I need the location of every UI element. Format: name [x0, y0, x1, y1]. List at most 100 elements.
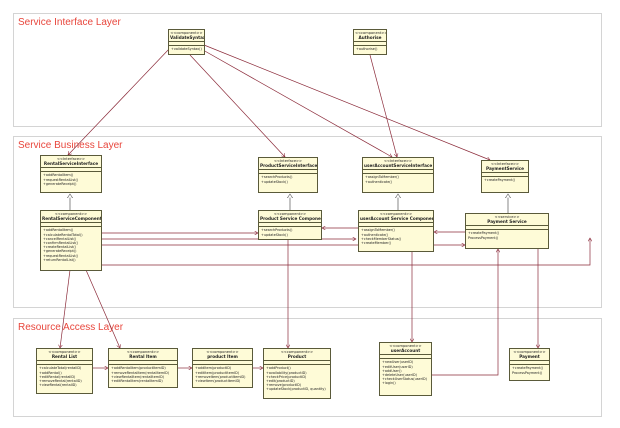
interface-name: userAccountServiceInterface [364, 163, 433, 169]
operation: +updateStock() [261, 232, 288, 237]
operation: +login() [382, 381, 396, 386]
operation: +requestRentalList() [43, 177, 79, 182]
payment-service-component[interactable]: <<service>>Payment Service +createPaymen… [465, 213, 549, 249]
product-service-interface[interactable]: <<Interface>>ProductServiceInterface +se… [258, 157, 318, 193]
component-name: Payment [519, 354, 540, 360]
operation: +cancelRentalList() [43, 236, 77, 241]
operation: +searchProducts() [261, 228, 293, 233]
stereotype: <<component>> [48, 350, 81, 354]
operation: +checkUserStatus(userID) [382, 377, 427, 382]
operation: ProcessPayment() [468, 235, 499, 240]
operation: +availability(productID) [266, 370, 307, 375]
stereotype: <<Interface>> [56, 157, 86, 161]
operation: +calculateTotal(rentalID) [39, 366, 82, 371]
product-item-component[interactable]: <<component>>product Item +addItem(produ… [192, 348, 253, 388]
useraccount-service-component[interactable]: <<component>>userAccount Service Compone… [358, 210, 434, 252]
operation: +removeRentalItem(rentalItemID) [111, 370, 170, 375]
component-name: RentalServiceComponent [42, 216, 102, 222]
operation: +searchProducts() [261, 175, 293, 180]
component-name: Rental List [51, 354, 78, 360]
operation: +createPayment() [468, 231, 500, 236]
stereotype: <<Interface>> [490, 162, 520, 166]
payment-component[interactable]: <<component>>Payment +createPayment() Pr… [509, 348, 550, 381]
operation: +editRental(rentalID) [39, 374, 76, 379]
product-service-component[interactable]: <<component>>Product Service Component +… [258, 210, 322, 240]
operation: +requestRentalList() [43, 253, 79, 258]
component-name: ValidateSyntax [170, 35, 205, 41]
component-name: Payment Service [487, 219, 527, 225]
stereotype: <<component>> [170, 31, 203, 35]
component-name: Rental Item [129, 354, 157, 360]
component-name: Product Service Component [260, 216, 322, 222]
component-name: Product [287, 354, 307, 360]
interface-name: PaymentService [486, 166, 524, 172]
stereotype: <<service>> [494, 215, 520, 219]
operation: +viewRental(rentalID) [39, 383, 77, 388]
stereotype: <<component>> [126, 350, 160, 354]
operation: +authenticate() [365, 179, 393, 184]
resource-access-layer-title: Resource Access Layer [18, 322, 124, 333]
operation: +addRentalItem(productItemID) [111, 366, 166, 371]
operation: +updateStock() [261, 179, 288, 184]
operation: +validateSyntax() [171, 47, 202, 52]
operation: +generateReceipt() [43, 249, 77, 254]
useraccount-component[interactable]: <<component>>userAccount +newUser(userID… [379, 342, 432, 396]
rental-service-component[interactable]: <<component>>RentalServiceComponent +add… [40, 210, 102, 271]
validate-syntax-component[interactable]: <<component>>ValidateSyntax +validateSyn… [168, 29, 205, 55]
component-name: userAccount [390, 348, 421, 354]
component-name: userAccount Service Component [360, 216, 434, 222]
operation: +confirmRentalList() [43, 241, 79, 246]
stereotype: <<component>> [389, 344, 422, 348]
operation: +removeRental(rentalID) [39, 379, 82, 384]
rental-item-component[interactable]: <<component>>Rental Item +addRentalItem(… [108, 348, 178, 388]
payment-service-interface[interactable]: <<Interface>>PaymentService +createPayme… [481, 160, 529, 193]
service-business-layer-title: Service Business Layer [18, 140, 123, 151]
component-name: Authorise [358, 35, 382, 41]
operation: +newUser(userID) [382, 360, 414, 365]
operation: +deleteUser(userID) [382, 373, 417, 378]
rental-list-component[interactable]: <<component>>Rental List +calculateTotal… [36, 348, 93, 394]
operation: +remove(productID) [266, 383, 302, 388]
operation: +addItem(productID) [195, 366, 232, 371]
product-component[interactable]: <<component>>Product +addProduct() +avai… [263, 348, 331, 399]
operation: +addRental() [39, 370, 62, 375]
stereotype: <<Interface>> [383, 159, 413, 163]
interface-name: RentalServiceInterface [43, 161, 99, 167]
operation: +addProduct() [266, 366, 291, 371]
operation: +edit(productID) [266, 379, 295, 384]
operation: +editUser(userID) [382, 364, 413, 369]
stereotype: <<component>> [54, 212, 88, 216]
operation: +createRentalList() [43, 245, 76, 250]
stereotype: <<component>> [273, 212, 307, 216]
stereotype: <<component>> [513, 350, 546, 354]
operation: +returnRentalList() [43, 257, 76, 262]
operation: +authenticate() [361, 232, 389, 237]
operation: +generateReceipt() [43, 181, 77, 186]
operation: +viewRentalItem(rentalItemID) [111, 374, 165, 379]
operation: +removeItem(productItemID) [195, 374, 246, 379]
operation: +viewItem(productItemID) [195, 379, 241, 384]
operation: +assignToMember() [365, 175, 399, 180]
stereotype: <<component>> [280, 350, 314, 354]
operation: +authorise() [356, 47, 378, 52]
operation: +checkPrice(productID) [266, 374, 307, 379]
operation: +createPayment() [512, 366, 544, 371]
operation: +addRentalItem() [43, 173, 74, 178]
useraccount-service-interface[interactable]: <<Interface>>userAccountServiceInterface… [362, 157, 434, 193]
operation: +editRentalItem(rentalItemID) [111, 379, 163, 384]
operation: +assignToMember() [361, 228, 395, 233]
authorise-component[interactable]: <<component>>Authorise +authorise() [353, 29, 387, 55]
operation: +editItem(productItemID) [195, 370, 240, 375]
stereotype: <<component>> [379, 212, 413, 216]
operation: ProcessPayment() [512, 370, 543, 375]
rental-service-interface[interactable]: <<Interface>>RentalServiceInterface +add… [40, 155, 102, 193]
interface-name: ProductServiceInterface [260, 163, 318, 169]
stereotype: <<Interface>> [273, 159, 303, 163]
operation: +updateStock(productID, quantity) [266, 387, 326, 392]
service-interface-layer-title: Service Interface Layer [18, 17, 121, 28]
operation: +calculateRentalTotal() [43, 232, 83, 237]
service-interface-layer: Service Interface Layer [13, 13, 602, 127]
operation: +addUser() [382, 368, 402, 373]
component-name: product Item [207, 354, 238, 360]
stereotype: <<component>> [355, 31, 387, 35]
